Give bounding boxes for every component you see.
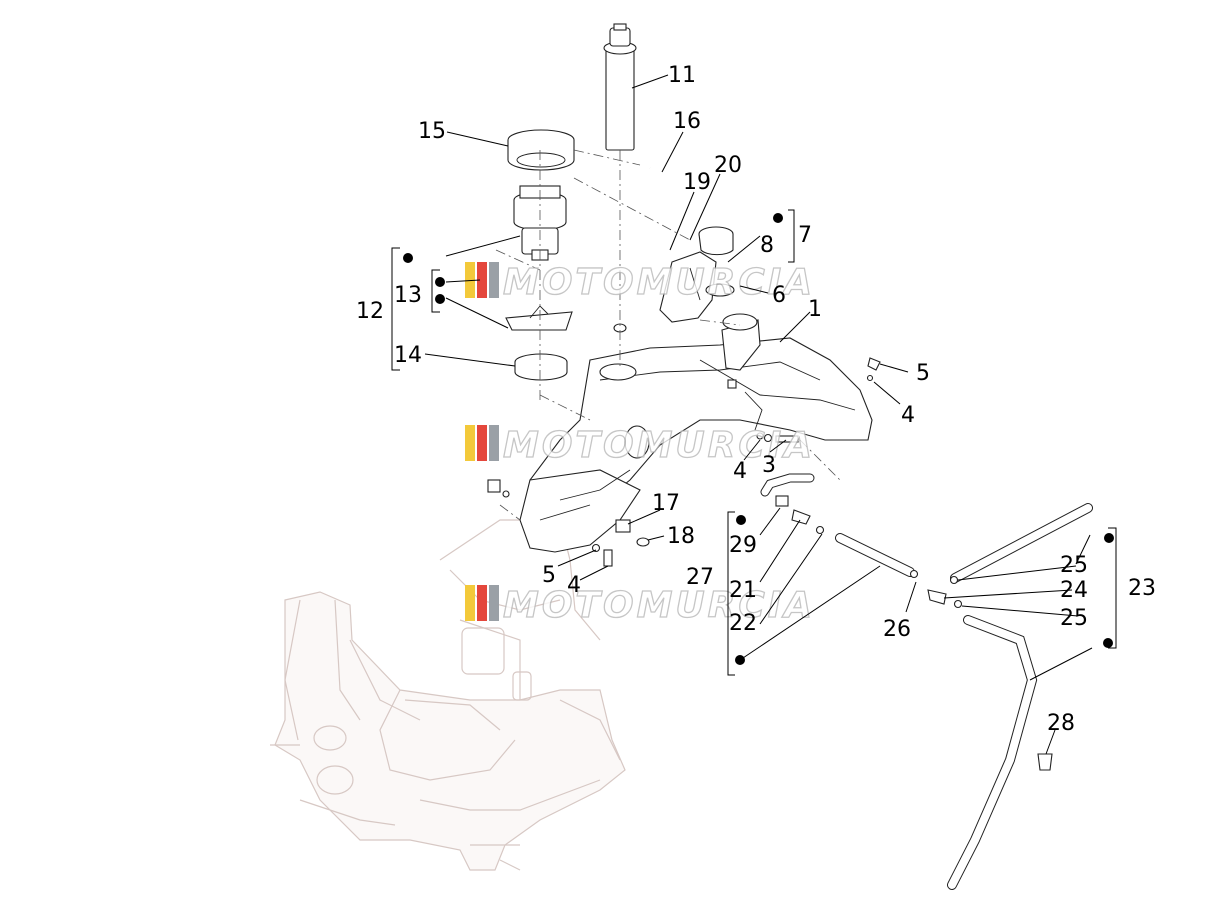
callout-14: 14 <box>394 343 422 368</box>
watermark-stripe-red <box>477 585 487 621</box>
filler-cap <box>698 226 734 256</box>
callout-6: 4 <box>901 403 915 428</box>
callout-labels: 11 16 15 20 19 7 8 6 1 12 13 14 5 4 3 4 … <box>356 63 1156 736</box>
callout-05: 5 <box>542 563 556 588</box>
watermark-stripe-yellow <box>465 262 475 298</box>
watermark-stripe-yellow <box>465 585 475 621</box>
callout-25-upper: 25 <box>1060 553 1088 578</box>
callout-9: 7 <box>798 223 812 248</box>
callout-18: 18 <box>667 524 695 549</box>
callout-21: 21 <box>729 578 757 603</box>
brackets <box>391 209 1117 676</box>
callout-3: 3 <box>762 453 776 478</box>
filler-cap-gasket <box>705 283 735 297</box>
callout-23: 23 <box>1128 576 1156 601</box>
pump-ring-nut <box>507 129 575 171</box>
callout-1: 1 <box>808 297 822 322</box>
callout-7: 5 <box>916 361 930 386</box>
callout-10: 8 <box>760 233 774 258</box>
callout-29: 29 <box>729 533 757 558</box>
watermark-stripe-grey <box>489 585 499 621</box>
bullet-dot <box>736 515 746 525</box>
callout-25-lower: 25 <box>1060 606 1088 631</box>
bullet-dot <box>1104 533 1114 543</box>
callout-8: 6 <box>772 283 786 308</box>
callout-17: 17 <box>652 491 680 516</box>
callout-13: 13 <box>394 283 422 308</box>
bullet-dots <box>403 213 1114 665</box>
bullet-dot <box>773 213 783 223</box>
assembly-lines <box>495 149 841 521</box>
vent-hoses <box>760 473 1093 890</box>
callout-12: 12 <box>356 299 384 324</box>
watermark-stripe-grey <box>489 425 499 461</box>
callout-4-lower: 4 <box>567 573 581 598</box>
bullet-dot <box>735 655 745 665</box>
watermark-stripe-red <box>477 262 487 298</box>
callout-27: 27 <box>686 565 714 590</box>
watermark-text: MOTOMURCIA <box>503 262 815 303</box>
pump-filter <box>505 305 573 331</box>
watermark-stripe-yellow <box>465 425 475 461</box>
callout-15: 15 <box>418 119 446 144</box>
pump-gasket <box>514 353 568 381</box>
fuel-level-sender <box>603 23 637 151</box>
tank-bolts-washers <box>487 357 881 567</box>
bullet-dot <box>1103 638 1113 648</box>
callout-16: 16 <box>673 109 701 134</box>
callout-24: 24 <box>1060 578 1088 603</box>
scooter-frame-ghost <box>270 519 626 871</box>
leader-lines <box>424 74 1093 755</box>
callout-22: 22 <box>729 611 757 636</box>
callout-19: 19 <box>683 170 711 195</box>
bullet-dot <box>435 294 445 304</box>
watermark-text: MOTOMURCIA <box>503 585 815 626</box>
watermark: MOTOMURCIA MOTOMURCIA MOTOMURCIA <box>465 261 815 627</box>
watermark-stripe-grey <box>489 262 499 298</box>
callout-28: 28 <box>1047 711 1075 736</box>
fuel-vapour-valve <box>659 251 717 323</box>
watermark-stripe-red <box>477 425 487 461</box>
bullet-dot <box>435 277 445 287</box>
bullet-dot <box>403 253 413 263</box>
fuel-tank <box>519 313 873 553</box>
callout-11: 11 <box>668 63 696 88</box>
callout-20: 20 <box>714 153 742 178</box>
callout-26: 26 <box>883 617 911 642</box>
callout-4: 4 <box>733 459 747 484</box>
watermark-text: MOTOMURCIA <box>503 425 815 466</box>
